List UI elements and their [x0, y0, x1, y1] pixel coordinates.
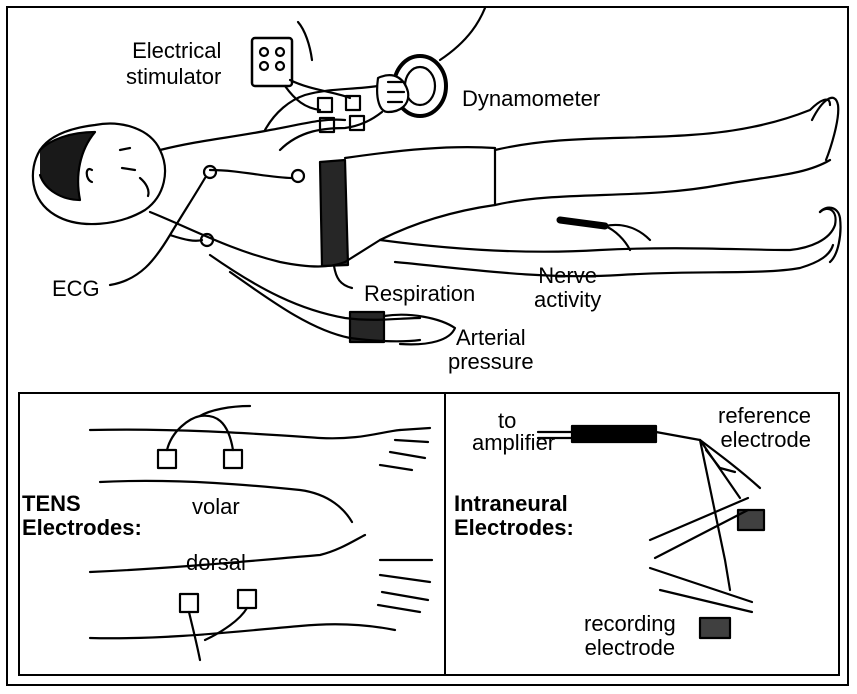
amplifier-connector	[572, 426, 656, 442]
nerve-bundle-lower	[650, 568, 752, 612]
label-recording-electrode: recording electrode	[584, 612, 676, 660]
intraneural-title: Intraneural Electrodes:	[454, 492, 574, 540]
label-to-amplifier: to amplifier	[472, 410, 555, 454]
label-reference-electrode: reference electrode	[718, 404, 811, 452]
nerve-bundle-upper	[650, 498, 748, 558]
